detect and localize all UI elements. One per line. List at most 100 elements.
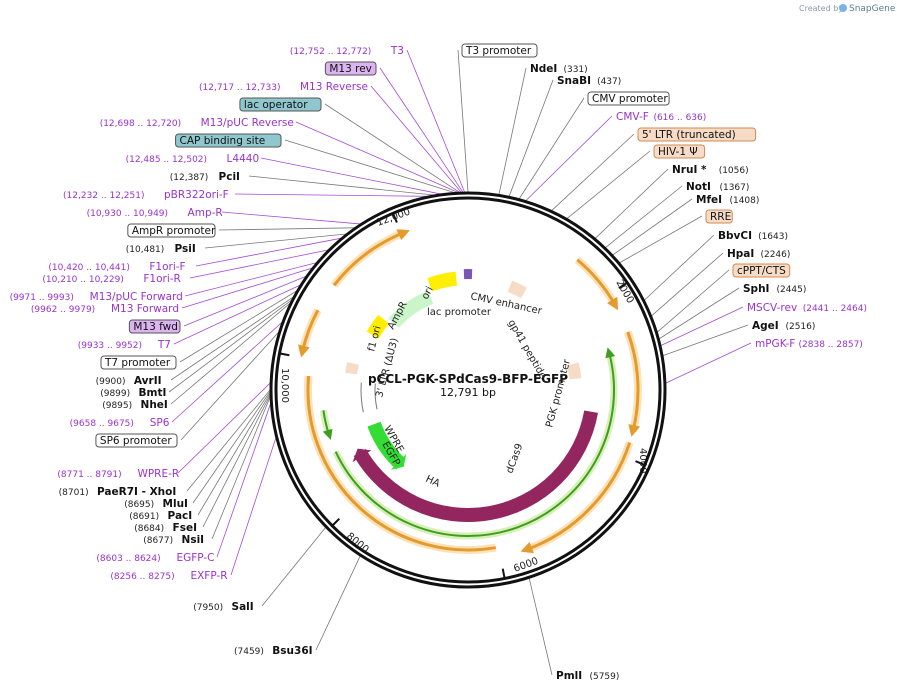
plasmid-length: 12,791 bp	[440, 386, 496, 399]
wpre-outline-outer	[360, 382, 364, 413]
label-sphi-callout	[659, 287, 740, 340]
label-5-ltr-truncated-name: 5' LTR (truncated)	[642, 129, 736, 141]
tick-mark-8000	[331, 517, 341, 527]
label-m13-rev-box	[324, 61, 377, 76]
label-cmv-promoter-callout	[518, 97, 585, 199]
snapgene-logo: SnapGene	[839, 4, 896, 14]
label-pcii-coord: (12,387)	[170, 173, 209, 183]
label-hiv-1-name: HIV-1 Ψ	[658, 146, 698, 158]
label-f1ori-f-coord: (10,420 .. 10,441)	[48, 263, 129, 273]
label-t3-promoter-name: T3 promoter	[465, 45, 532, 57]
cmv-enhancer-arc	[480, 285, 501, 301]
label-sp6-promoter-callout	[180, 331, 279, 441]
label-bbvci-coord: (1643)	[758, 232, 788, 242]
label-cppt-cts-name: cPPT/CTS	[737, 265, 786, 277]
label-bbvci-name: BbvCI	[718, 230, 752, 242]
label-f1ori-f-name: F1ori-F	[149, 261, 185, 273]
label-t3-callout	[406, 49, 465, 193]
label-amp-r-callout	[221, 211, 361, 225]
label-paer7i-xhoi-name: PaeR7I - XhoI	[97, 486, 176, 498]
label-sp6-callout	[171, 321, 283, 423]
f1ori-arc	[366, 314, 390, 339]
orange-arrow-upper-right	[520, 542, 534, 554]
plasmid-name: pCCL-PGK-SPdCas9-BFP-EGFP	[368, 372, 568, 386]
label-hpai-name: HpaI	[727, 248, 754, 260]
feature-label-ha: HA	[424, 474, 442, 490]
label-avrii-coord: (9900)	[96, 377, 126, 387]
label-5-ltr-truncated-box	[637, 127, 757, 142]
label-bsu36i-callout	[315, 555, 361, 651]
label-m13-fwd-name: M13 fwd	[133, 321, 178, 333]
label-ndei-coord: (331)	[563, 65, 587, 75]
label-f1ori-r-callout	[189, 249, 329, 279]
label-paci-name: PacI	[168, 510, 193, 522]
label-exfp-r-callout	[230, 437, 277, 576]
ltr5-arc	[507, 280, 527, 299]
label-noti-name: NotI	[686, 181, 711, 193]
label-rre-callout	[619, 215, 703, 264]
orange-arrow-right	[628, 424, 641, 437]
label-mpgk-f-name: mPGK-F	[755, 338, 795, 350]
label-nrui-coord: (1056)	[719, 166, 749, 176]
label-sp6-name: SP6	[150, 417, 170, 429]
label-cmv-f-name: CMV-F	[616, 111, 649, 123]
label-sp6-promoter-box	[95, 433, 178, 448]
credit-text: Created by	[799, 4, 843, 13]
label-hpai-coord: (2246)	[760, 250, 790, 260]
label-pmli-name: PmlI	[556, 670, 582, 682]
label-mfei-callout	[612, 198, 693, 256]
label-lac-operator-name: lac operator	[244, 99, 308, 111]
feature-label-pgk: PGK promoter	[544, 358, 573, 429]
label-pmli-coord: (5759)	[589, 672, 619, 682]
label-t3-promoter-callout	[457, 49, 469, 193]
tick-mark-12-000	[392, 212, 398, 223]
label-f1ori-r-name: F1ori-R	[143, 273, 180, 285]
label-cppt-cts-box	[732, 263, 791, 278]
label-t7-name: T7	[157, 339, 171, 351]
label-sphi-name: SphI	[743, 283, 769, 295]
label-psii-name: PsiI	[175, 243, 196, 255]
label-paer7i-xhoi-callout	[186, 389, 271, 492]
label-exfp-r-coord: (8256 .. 8275)	[110, 572, 174, 582]
label-snabi-coord: (437)	[597, 77, 621, 87]
label-paci-callout	[197, 393, 271, 516]
orange-arrow-top-right	[607, 296, 619, 311]
label-t7-promoter-box	[100, 355, 177, 370]
label-f1ori-f-callout	[195, 237, 341, 267]
label-m13-puc-forward-coord: (9971 .. 9993)	[10, 293, 74, 303]
label-bmti-name: BmtI	[139, 387, 167, 399]
label-noti-callout	[605, 185, 683, 248]
label-mfei-coord: (1408)	[729, 196, 759, 206]
green-arrow-right	[605, 347, 616, 359]
label-pcii-callout	[248, 175, 434, 196]
label-sali-coord: (7950)	[193, 603, 223, 613]
label-sp6-coord: (9658 .. 9675)	[70, 419, 134, 429]
label-egfp-c-name: EGFP-C	[176, 552, 214, 564]
label-t3-coord: (12,752 .. 12,772)	[290, 47, 371, 57]
label-paci-coord: (8691)	[129, 512, 159, 522]
label-m13-rev-callout	[379, 67, 464, 193]
label-nhei-coord: (9895)	[102, 401, 132, 411]
orange-arrow-upper-left	[396, 229, 410, 241]
label-wpre-r-callout	[177, 382, 271, 474]
wpre-outline-inner	[374, 383, 378, 410]
backbone-outer-ring	[269, 191, 667, 589]
label-cmv-f-coord: (616 .. 636)	[653, 113, 706, 123]
backbone-inner-ring	[274, 196, 662, 584]
label-mpgk-f-coord: (2838 .. 2857)	[799, 340, 863, 350]
feature-label-ori: ori	[420, 285, 436, 302]
dcas9-arc	[353, 410, 598, 522]
ltr3-arc	[345, 362, 359, 375]
label-nrui-callout	[594, 168, 669, 239]
label-snabi-name: SnaBI	[557, 75, 591, 87]
label-ampr-promoter-box	[127, 223, 216, 238]
label-lac-operator-box	[239, 97, 322, 112]
label-psii-coord: (10,481)	[126, 245, 165, 255]
label-l4440-coord: (12,485 .. 12,502)	[126, 155, 207, 165]
label-m13-reverse-callout	[370, 85, 462, 193]
pgk-arc	[564, 323, 587, 352]
label-ampr-promoter-name: AmpR promoter	[132, 225, 216, 237]
label-mpgk-f-callout	[665, 342, 752, 384]
orange-arc-bottom	[306, 375, 497, 552]
